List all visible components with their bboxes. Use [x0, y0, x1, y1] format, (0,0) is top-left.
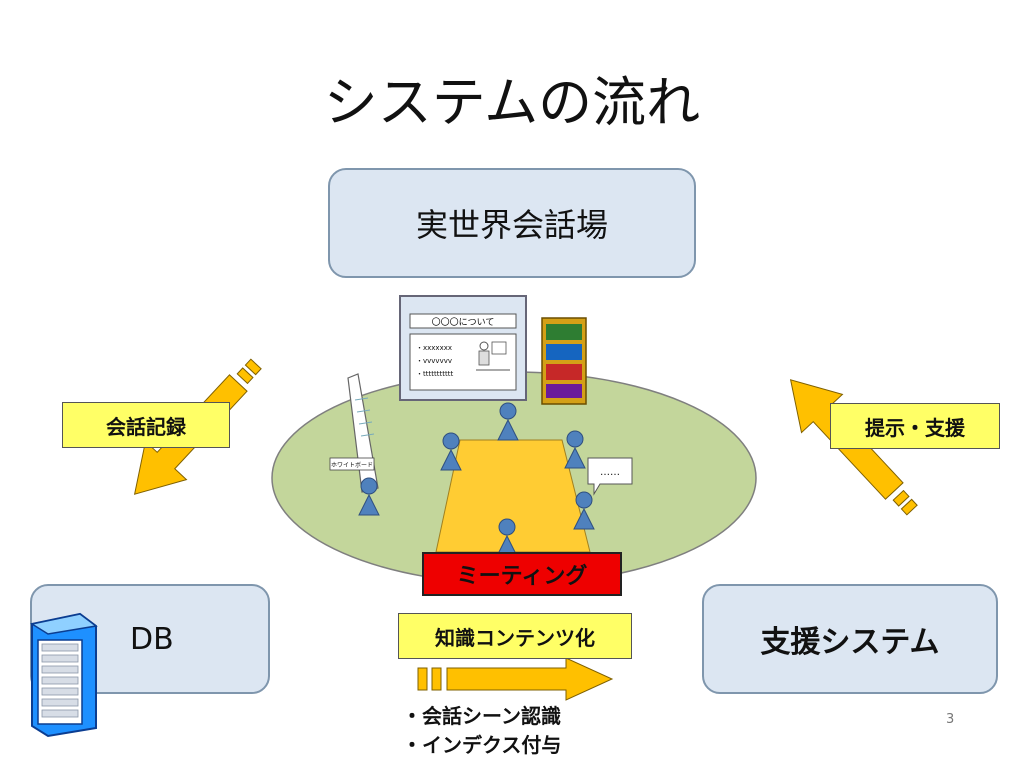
screen-title-text: 〇〇〇について — [432, 317, 495, 328]
bookshelf-icon — [541, 317, 587, 405]
speech-bubble: …… — [587, 457, 633, 496]
real-world-conversation-label: 実世界会話場 — [415, 206, 608, 244]
support-system-label: 支援システム — [760, 625, 940, 660]
knowledge-arrow — [417, 657, 614, 701]
knowledge-content-label: 知識コンテンツ化 — [398, 613, 632, 659]
person-left — [440, 432, 462, 471]
whiteboard-icon: ホワイトボード — [329, 373, 379, 493]
real-world-conversation-box: 実世界会話場 — [328, 168, 696, 278]
bullet-scene-recognition: ・会話シーン認識 — [402, 704, 561, 728]
db-label: DB — [130, 621, 174, 657]
projector-screen: 〇〇〇について ・xxxxxxx ・vvvvvvv ・ttttttttttt — [399, 295, 527, 401]
person-top — [497, 402, 519, 441]
screen-line-3: ・ttttttttttt — [416, 370, 453, 378]
person-right-lower — [573, 491, 595, 530]
person-whiteboard — [358, 477, 380, 516]
meeting-label: ミーティング — [422, 552, 622, 596]
screen-line-1: ・xxxxxxx — [416, 344, 452, 352]
page-number: 3 — [946, 712, 955, 727]
processing-bullets: ・会話シーン認識 ・インデクス付与 — [402, 702, 561, 760]
screen-presenter-icon — [476, 341, 510, 371]
speech-bubble-text: …… — [600, 467, 620, 478]
person-bottom — [496, 518, 518, 557]
screen-line-2: ・vvvvvvv — [416, 357, 452, 365]
presentation-support-label: 提示・支援 — [830, 403, 1000, 449]
conversation-record-label: 会話記録 — [62, 402, 230, 448]
bullet-index-assignment: ・インデクス付与 — [402, 733, 562, 757]
slide-title: システムの流れ — [323, 71, 701, 134]
person-right — [564, 430, 586, 469]
whiteboard-label: ホワイトボード — [331, 461, 373, 469]
server-icon — [30, 612, 98, 738]
support-system-box: 支援システム — [702, 584, 998, 694]
